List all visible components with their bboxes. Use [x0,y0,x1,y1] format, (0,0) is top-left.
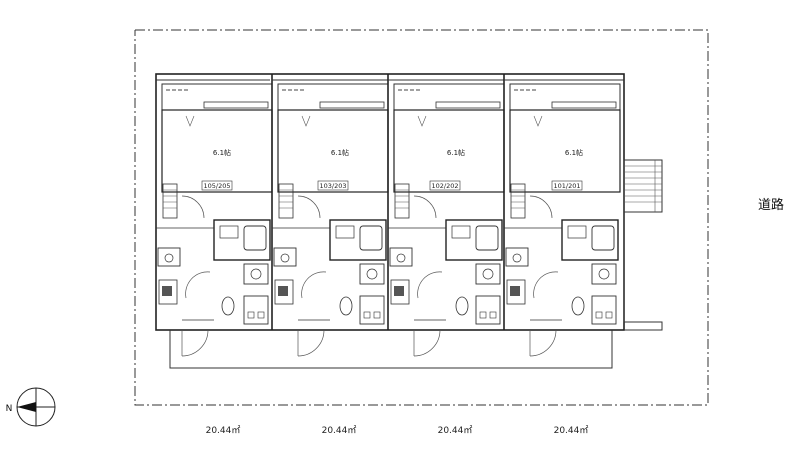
room-size-label: 6.1帖 [447,148,465,157]
unit-area-label: 20.44㎡ [322,425,357,436]
lower-corridor [169,330,613,369]
unit-number-label: 103/203 [319,182,346,190]
unit-area-label: 20.44㎡ [206,425,241,436]
unit-number-label: 105/205 [203,182,230,190]
north-label: N [6,404,13,414]
site-boundary [134,29,709,406]
unit-3: 6.1帖 102/202 [388,74,505,357]
north-arrow-icon: N [6,387,56,427]
road-label: 道路 [758,197,784,213]
unit-area-label: 20.44㎡ [554,425,589,436]
unit-4: 6.1帖 101/201 [504,79,624,357]
exterior-staircase [623,159,663,331]
unit-number-label: 102/202 [431,182,458,190]
room-size-label: 6.1帖 [213,148,231,157]
unit-1: 6.1帖 105/205 [156,74,273,357]
unit-number-label: 101/201 [553,182,580,190]
unit-2: 6.1帖 103/203 [272,74,389,357]
room-size-label: 6.1帖 [331,148,349,157]
building-outline [155,73,625,331]
room-size-label: 6.1帖 [565,148,583,157]
unit-area-label: 20.44㎡ [438,425,473,436]
